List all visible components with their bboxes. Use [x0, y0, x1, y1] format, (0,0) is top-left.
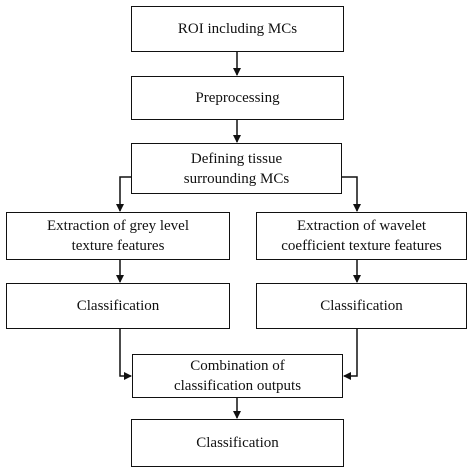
node-wavelet-extraction: Extraction of wavelet coefficient textur…: [256, 212, 467, 260]
node-combination-label: Combination of classification outputs: [173, 358, 302, 394]
node-grey-level-label: Extraction of grey level texture feature…: [46, 218, 190, 254]
node-roi-label: ROI including MCs: [177, 21, 298, 37]
arrow-defining-to-wavelet: [342, 176, 361, 212]
arrow-classification-left-to-combination: [119, 329, 132, 380]
node-classification-right-label: Classification: [320, 298, 403, 314]
node-defining-label: Defining tissue surrounding MCs: [183, 150, 290, 187]
node-wavelet-label: Extraction of wavelet coefficient textur…: [281, 218, 442, 254]
node-classification-left-label: Classification: [76, 298, 160, 314]
node-preprocessing-label: Preprocessing: [195, 90, 280, 106]
arrow-classification-right-to-combination: [343, 329, 358, 380]
node-preprocessing: Preprocessing: [131, 76, 344, 120]
node-combination: Combination of classification outputs: [132, 354, 343, 398]
node-classification-right: Classification: [256, 283, 467, 329]
node-classification-final: Classification: [131, 419, 344, 467]
node-roi-including-mcs: ROI including MCs: [131, 6, 344, 52]
node-defining-tissue: Defining tissue surrounding MCs: [131, 143, 342, 194]
node-classification-left: Classification: [6, 283, 230, 329]
node-grey-level-extraction: Extraction of grey level texture feature…: [6, 212, 230, 260]
node-classification-final-label: Classification: [196, 435, 279, 451]
arrow-defining-to-grey-level: [116, 176, 132, 212]
